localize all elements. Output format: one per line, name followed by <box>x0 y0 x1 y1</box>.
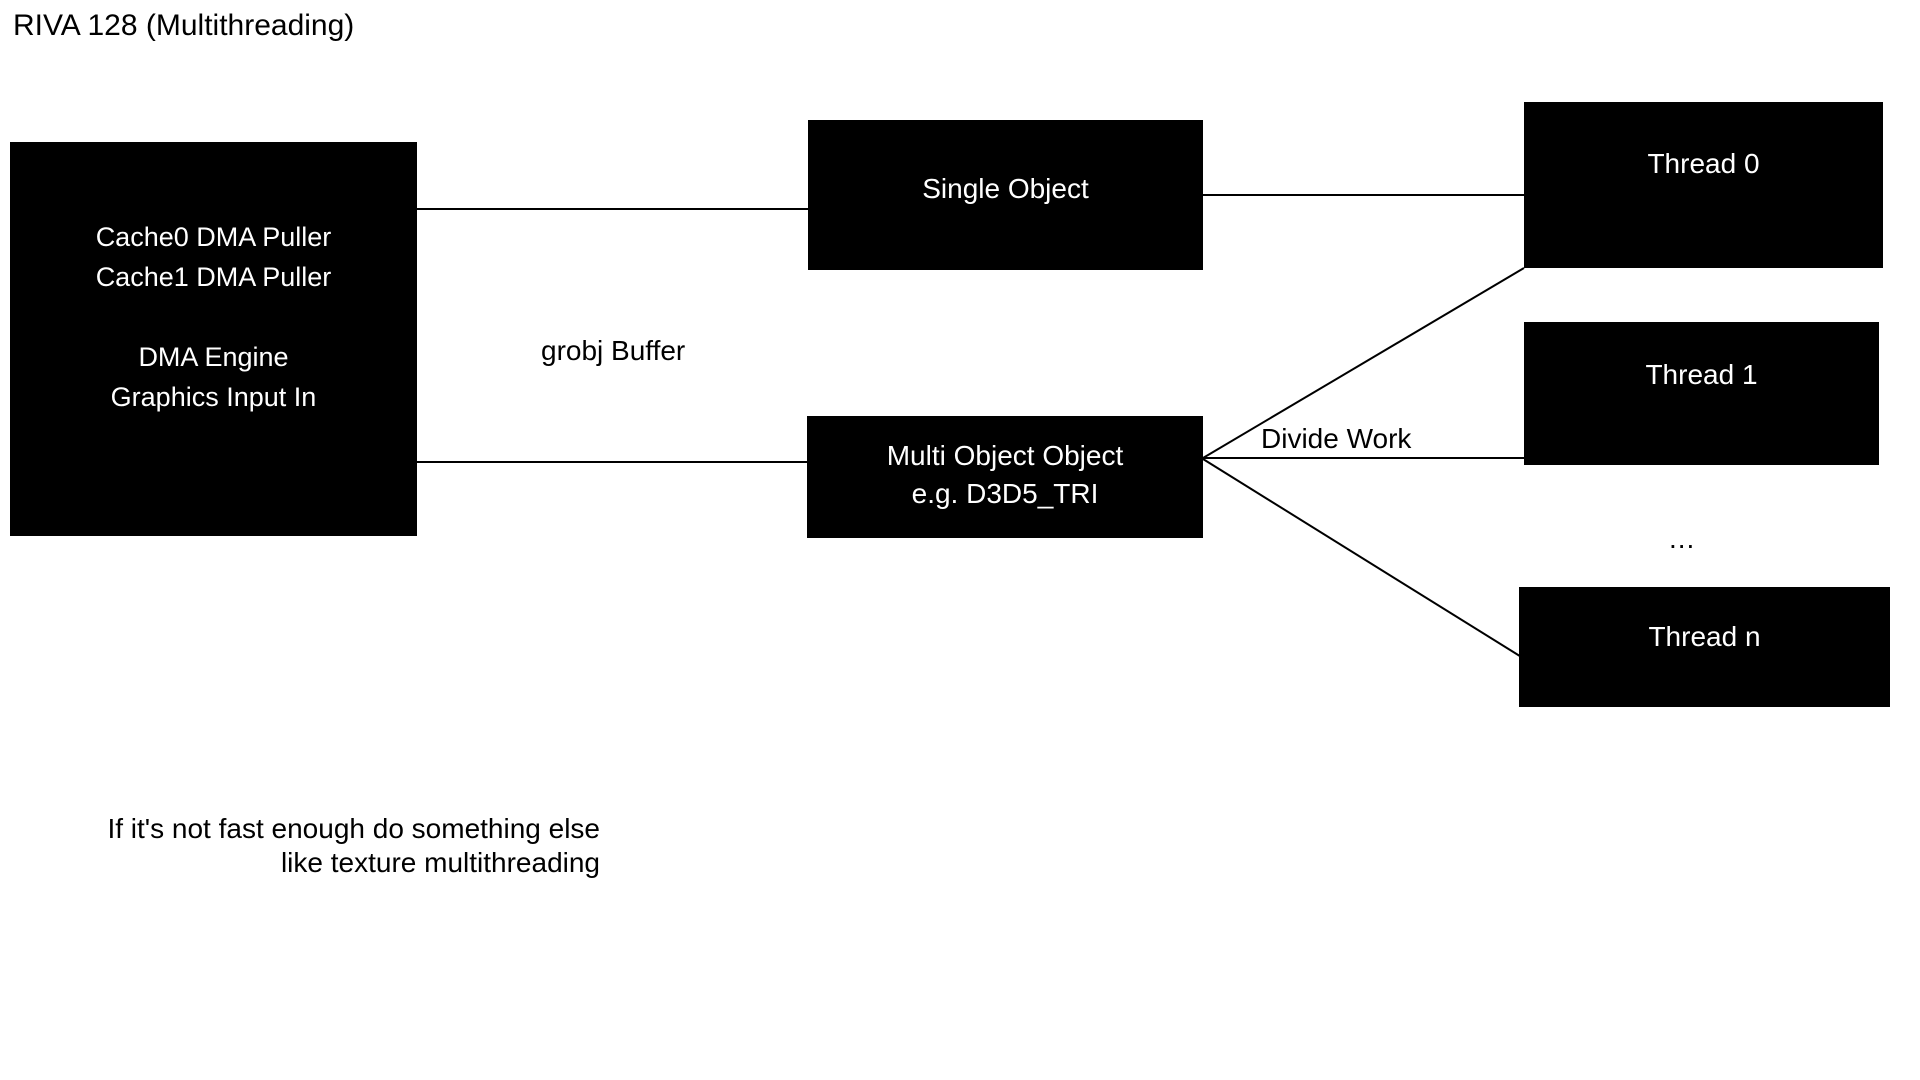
node-dma-engine-label: Cache0 DMA Puller Cache1 DMA Puller DMA … <box>95 222 332 412</box>
node-dma-engine[interactable]: Cache0 DMA Puller Cache1 DMA Puller DMA … <box>10 142 417 536</box>
edge-label-grobj-buffer: grobj Buffer <box>541 335 686 366</box>
node-multi-object[interactable]: Multi Object Object e.g. D3D5_TRI <box>807 416 1203 538</box>
node-thread-1-label: Thread 1 <box>1645 358 1758 390</box>
thread-list-ellipsis: ... <box>1669 523 1696 554</box>
node-single-object[interactable]: Single Object <box>808 120 1203 270</box>
node-thread-n-label: Thread n <box>1648 621 1761 652</box>
footnote-text: If it's not fast enough do something els… <box>107 813 600 878</box>
node-thread-0-label: Thread 0 <box>1647 148 1760 179</box>
node-thread-1[interactable]: Thread 1 <box>1524 322 1879 465</box>
node-multi-object-label: Multi Object Object e.g. D3D5_TRI <box>886 440 1124 509</box>
line-multi-object-to-thread-n <box>1202 458 1524 659</box>
node-single-object-label: Single Object <box>922 173 1089 204</box>
page-title: RIVA 128 (Multithreading) <box>13 9 355 42</box>
node-thread-0[interactable]: Thread 0 <box>1524 102 1883 268</box>
node-thread-n[interactable]: Thread n <box>1519 587 1890 707</box>
edge-label-divide-work: Divide Work <box>1261 423 1412 454</box>
